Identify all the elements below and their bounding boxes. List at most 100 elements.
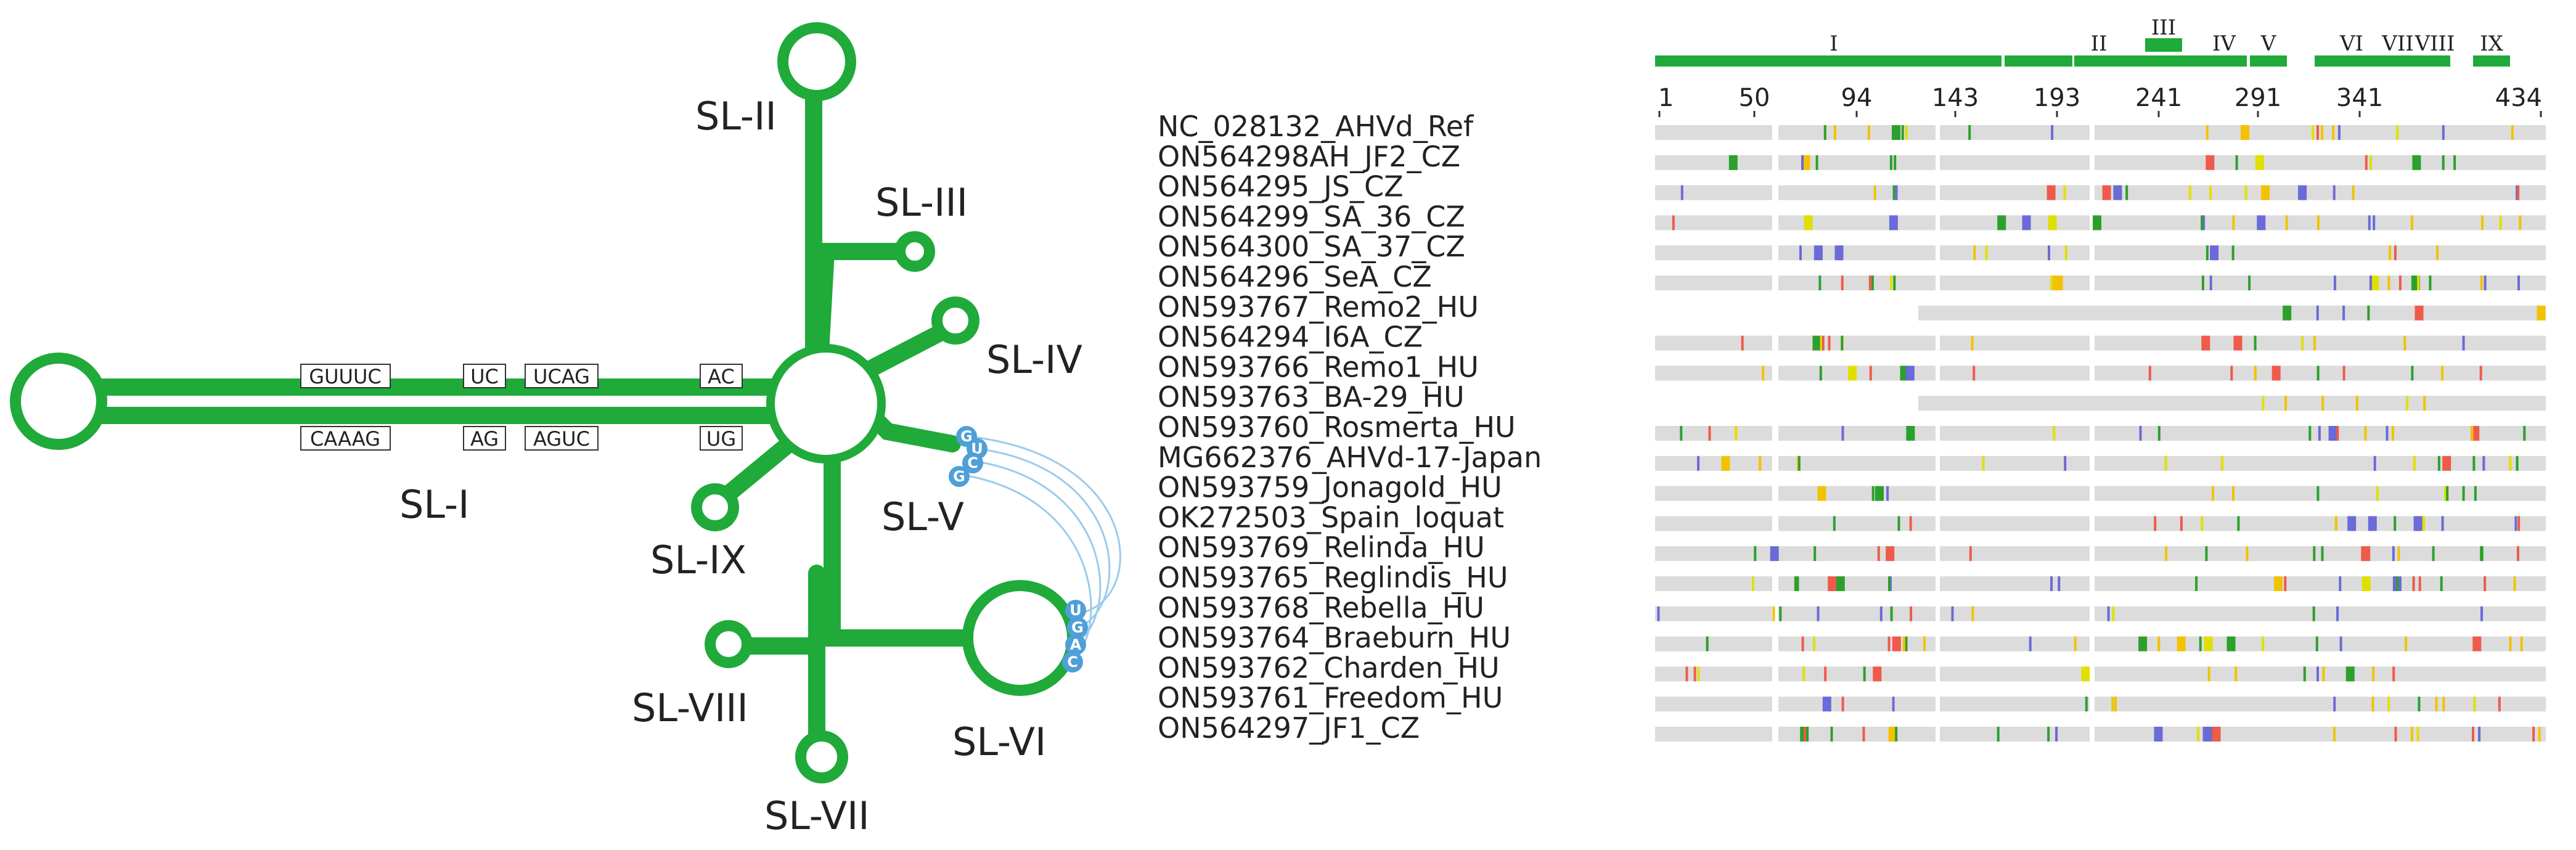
alignment-row <box>1918 305 2546 321</box>
region-label-viii: VIII <box>2414 31 2455 56</box>
svg-text:G: G <box>953 468 965 485</box>
alignment-row <box>1655 727 2546 742</box>
alignment-row <box>1655 546 2546 562</box>
label-sl-i: SL-I <box>399 482 469 527</box>
svg-text:50: 50 <box>1739 84 1770 112</box>
svg-text:UC: UC <box>470 365 499 388</box>
sl-vi-nucleotide-a: A <box>1065 634 1086 655</box>
sl-v-nucleotide-g2: G <box>949 466 970 487</box>
sequence-name: ON564300_SA_37_CZ <box>1158 230 1465 263</box>
sequence-name: ON593767_Remo2_HU <box>1158 290 1479 324</box>
sl-vi-nucleotide-g: G <box>1067 617 1088 638</box>
seq-box-ac: AC <box>700 364 743 388</box>
region-bars <box>1655 38 2510 67</box>
sequence-name: ON593759_Jonagold_HU <box>1158 471 1502 504</box>
label-sl-v: SL-V <box>881 494 964 539</box>
sl-vii-loop <box>795 730 848 783</box>
region-label-ix: IX <box>2480 31 2503 56</box>
sequence-name-list: NC_028132_AHVd_RefON564298AH_JF2_CZON564… <box>1158 110 1542 745</box>
sequence-name: OK272503_Spain_loquat <box>1158 501 1504 534</box>
sequence-boxes-top: GUUUC UC UCAG AC <box>300 364 743 388</box>
alignment-row <box>1655 185 2546 200</box>
alignment-row <box>1655 697 2546 712</box>
alignment-row <box>1655 125 2546 140</box>
svg-text:U: U <box>1069 602 1082 619</box>
sequence-name: ON593760_Rosmerta_HU <box>1158 411 1516 444</box>
svg-text:341: 341 <box>2336 84 2383 112</box>
alignment-rows <box>1655 125 2546 742</box>
label-sl-ii: SL-II <box>695 94 777 139</box>
sequence-name: ON564295_JS_CZ <box>1158 170 1404 203</box>
region-bar-i <box>1655 55 2002 67</box>
sequence-name: ON593762_Charden_HU <box>1158 651 1500 684</box>
sl-vi-nucleotides: U G A C <box>1062 600 1088 672</box>
alignment-row <box>1655 456 2546 471</box>
svg-text:143: 143 <box>1932 84 1979 112</box>
region-bar-v <box>2250 55 2287 67</box>
sequence-boxes-bottom: CAAAG AG AGUC UG <box>300 426 743 451</box>
sequence-name: MG662376_AHVd-17-Japan <box>1158 441 1542 474</box>
seq-box-ag: AG <box>463 426 506 451</box>
sequence-name: ON593768_Rebella_HU <box>1158 591 1484 624</box>
sequence-name: ON564297_JF1_CZ <box>1158 711 1420 745</box>
sl-v-stem <box>867 411 961 452</box>
sl-vi-loop <box>962 580 1078 696</box>
terminal-loops <box>10 22 1078 783</box>
region-label-iv: IV <box>2212 31 2236 56</box>
region-label-v: V <box>2260 31 2277 56</box>
tick-434: 434 <box>2495 84 2542 117</box>
tick-193: 193 <box>2034 84 2080 117</box>
label-sl-iii: SL-III <box>875 180 968 225</box>
seq-box-guuuc: GUUUC <box>300 364 391 388</box>
region-label-i: I <box>1830 31 1838 56</box>
tick-291: 291 <box>2235 84 2281 117</box>
region-bar-iii-iv <box>2074 55 2247 67</box>
alignment-row <box>1655 245 2546 261</box>
label-sl-iv: SL-IV <box>986 337 1082 382</box>
alignment-row <box>1655 636 2546 652</box>
sequence-name: NC_028132_AHVd_Ref <box>1158 110 1474 143</box>
seq-box-caaag: CAAAG <box>300 426 391 451</box>
svg-text:G: G <box>960 428 973 445</box>
label-sl-ix: SL-IX <box>650 537 746 582</box>
alignment-row <box>1655 335 2546 351</box>
sequence-name: ON564298AH_JF2_CZ <box>1158 140 1460 173</box>
region-bar-iii <box>2145 38 2182 52</box>
svg-text:G: G <box>1071 619 1084 636</box>
sl-v-nucleotides: G U C G <box>949 426 987 487</box>
svg-text:A: A <box>1070 636 1082 653</box>
svg-text:GUUUC: GUUUC <box>309 365 381 388</box>
seq-box-ug: UG <box>700 426 743 451</box>
seq-box-uc: UC <box>463 364 506 388</box>
svg-text:UCAG: UCAG <box>533 365 590 388</box>
secondary-structure-diagram: G U C G U G A C GUUUC UC UCAG AC CAAAG A… <box>10 22 1121 838</box>
sequence-name: ON593766_Remo1_HU <box>1158 350 1479 383</box>
svg-text:434: 434 <box>2495 84 2542 112</box>
region-label-vi: VI <box>2339 31 2363 56</box>
sl-v-nucleotide-c: C <box>962 452 983 473</box>
alignment-row <box>1918 396 2546 411</box>
tick-1: 1 <box>1658 84 1674 117</box>
alignment-row <box>1655 576 2546 591</box>
label-sl-viii: SL-VIII <box>632 685 748 730</box>
svg-text:UG: UG <box>706 427 736 451</box>
svg-text:CAAAG: CAAAG <box>310 427 380 451</box>
central-multibranch-loop <box>766 344 886 464</box>
sl-labels: SL-I SL-II SL-III SL-IV SL-V SL-VI SL-VI… <box>399 94 1082 838</box>
sl-i-loop <box>10 353 107 450</box>
sl-ii-loop <box>777 22 856 101</box>
svg-text:AGUC: AGUC <box>533 427 590 451</box>
region-label-ii: II <box>2091 31 2108 56</box>
sequence-name: ON593761_Freedom_HU <box>1158 681 1503 714</box>
sequence-name: ON593765_Reglindis_HU <box>1158 561 1508 594</box>
label-sl-vii: SL-VII <box>764 793 870 838</box>
alignment-row <box>1655 426 2546 441</box>
tick-241: 241 <box>2135 84 2182 117</box>
tick-341: 341 <box>2336 84 2383 117</box>
sl-vi-nucleotide-c: C <box>1062 652 1083 672</box>
svg-text:AC: AC <box>708 365 735 388</box>
svg-text:1: 1 <box>1658 84 1674 112</box>
svg-text:C: C <box>1067 653 1078 671</box>
